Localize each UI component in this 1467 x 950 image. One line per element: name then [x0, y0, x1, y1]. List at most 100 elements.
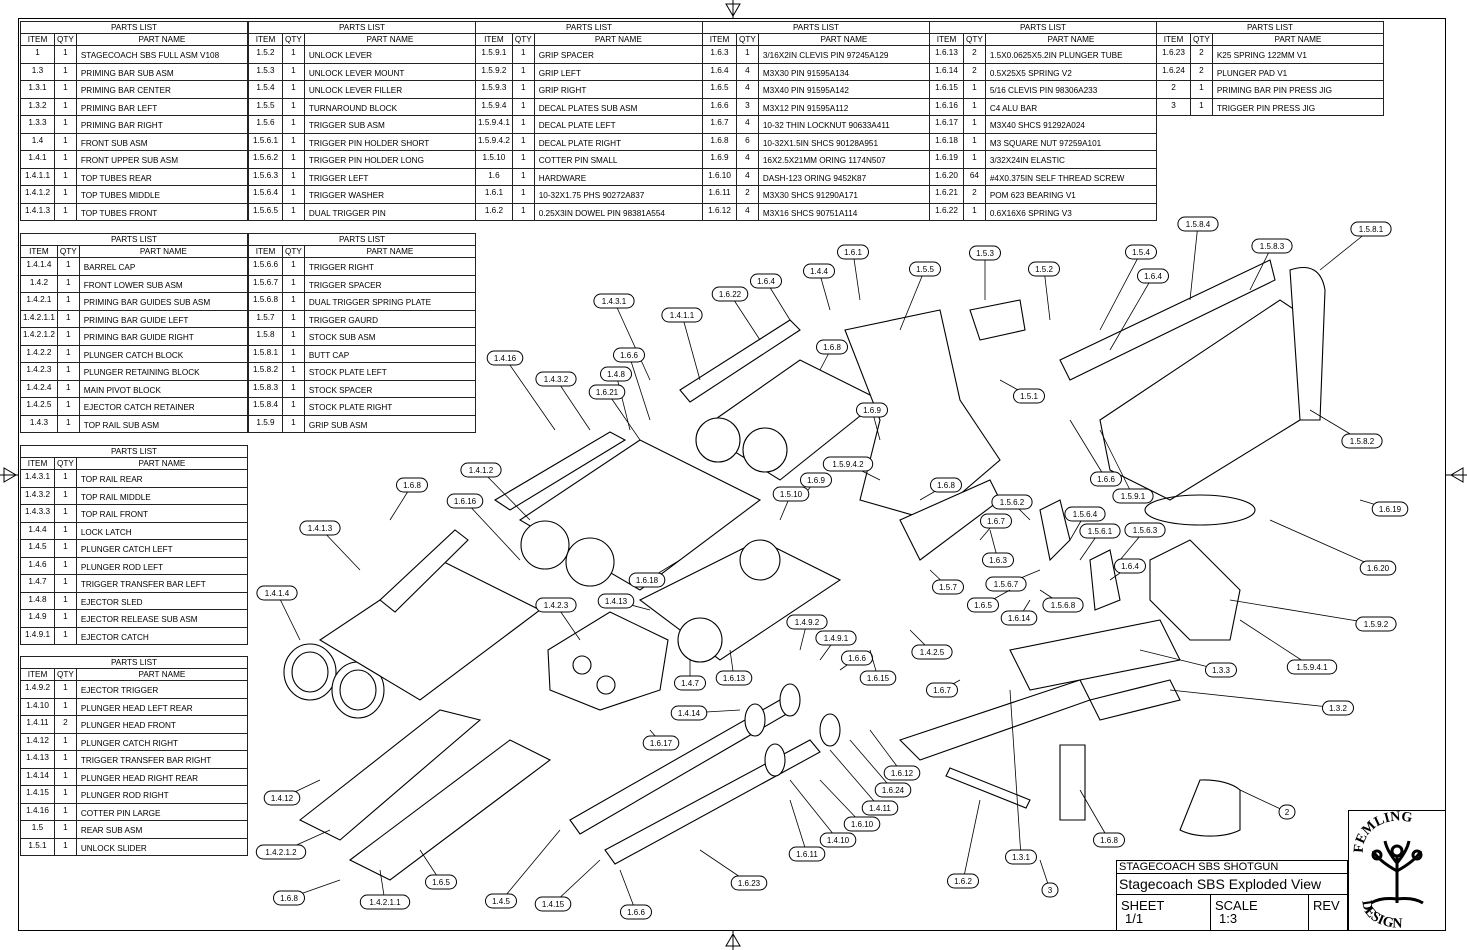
- item-number: 1.5.5: [248, 97, 283, 116]
- quantity: 1: [511, 97, 535, 116]
- item-number: 1.5.9.4.2: [475, 132, 513, 151]
- balloon-label: 1.4.9.1: [824, 634, 849, 643]
- quantity: 1: [54, 767, 77, 786]
- item-number: 1.5.1: [20, 837, 55, 856]
- item-number: 1.5.9.1: [475, 45, 513, 64]
- quantity: 3: [736, 97, 759, 116]
- leader-line: [504, 357, 556, 431]
- callout-balloon: 1.5.4: [1099, 244, 1157, 331]
- table-row: 1.6.10 4 DASH-123 ORING 9452K87: [702, 167, 931, 186]
- quantity: 1: [54, 132, 77, 151]
- callout-balloon: 1.6.14: [1000, 599, 1038, 626]
- balloon-label: 3: [1048, 886, 1053, 895]
- quantity: 1: [54, 820, 77, 839]
- balloon-outline: [661, 307, 703, 323]
- balloon-outline: [874, 782, 912, 798]
- table-row: 1.6.11 2 M3X30 SHCS 91290A171: [702, 185, 931, 204]
- callout-balloon: 1.4.3.1: [593, 293, 651, 381]
- part-name: TOP RAIL MIDDLE: [75, 486, 249, 505]
- quantity: 1: [963, 132, 986, 151]
- leader-line: [1009, 689, 1022, 858]
- balloon-outline: [772, 486, 810, 502]
- balloon-label: 1.4.14: [678, 709, 701, 718]
- part-name: PLUNGER HEAD RIGHT REAR: [75, 767, 249, 786]
- table-row: 1.4.2.3 1 PLUNGER RETAINING BLOCK: [20, 362, 249, 381]
- quantity: 1: [282, 45, 305, 64]
- quantity: 1: [282, 257, 305, 276]
- table-row: 1.6.12 4 M3X16 SHCS 90751A114: [702, 202, 931, 221]
- part-name: 3/32X24IN ELASTIC: [984, 150, 1158, 169]
- scale-label: SCALE: [1215, 898, 1258, 913]
- table-row: 1.4.2.1 1 PRIMING BAR GUIDES SUB ASM: [20, 292, 249, 311]
- balloon-label: 1.4.1.4: [265, 589, 290, 598]
- title-block: STAGECOACH SBS SHOTGUN Stagecoach SBS Ex…: [1116, 860, 1348, 931]
- item-number: 1.5.4: [248, 80, 283, 99]
- parts-list-title: PARTS LIST: [248, 21, 476, 34]
- balloon-outline: [1124, 522, 1166, 538]
- table-row: 1.4.6 1 PLUNGER ROD LEFT: [20, 556, 249, 575]
- parts-list-title: PARTS LIST: [929, 21, 1157, 34]
- balloon-label: 1.4.2.5: [920, 648, 945, 657]
- table-row: 1.5.2 1 UNLOCK LEVER: [248, 45, 477, 64]
- balloon-outline: [597, 593, 635, 609]
- quantity: 1: [282, 62, 305, 81]
- callout-balloon: 1.5.8.3: [1249, 238, 1293, 291]
- table-row: 1.4.2 1 FRONT LOWER SUB ASM: [20, 274, 249, 293]
- table-row: 1.4.9.2 1 EJECTOR TRIGGER: [20, 680, 249, 699]
- item-number: 1.5.9.4: [475, 97, 513, 116]
- callout-balloon: 1.4.14: [670, 705, 741, 721]
- balloon-outline: [359, 894, 411, 910]
- table-row: 1.4.9.1 1 EJECTOR CATCH: [20, 626, 249, 645]
- callout-balloon: 1.6.4: [1109, 268, 1169, 351]
- balloon-outline: [613, 347, 645, 363]
- balloon-label: 1.4.1.2: [469, 466, 494, 475]
- table-row: 1.5.9 1 GRIP SUB ASM: [248, 414, 477, 433]
- balloon-outline: [822, 456, 874, 472]
- table-row: 1.5.6.8 1 DUAL TRIGGER SPRING PLATE: [248, 292, 477, 311]
- callout-balloon: 1.3.3: [1139, 649, 1237, 678]
- callout-balloon: 1.5.9.2: [1229, 599, 1397, 632]
- callout-balloon: 1.6.8: [919, 477, 962, 501]
- column-header-part-name: PART NAME: [1211, 33, 1385, 46]
- item-number: 1.5.6.6: [248, 257, 283, 276]
- balloon-outline: [1355, 616, 1397, 632]
- part-name: PRIMING BAR PIN PRESS JIG: [1211, 80, 1385, 99]
- part-name: PRIMING BAR CENTER: [75, 80, 249, 99]
- quantity: 1: [511, 45, 535, 64]
- callout-balloon: 1.4.2.3: [535, 597, 581, 641]
- quantity: 1: [54, 539, 77, 558]
- sheet-value: 1/1: [1125, 911, 1144, 926]
- item-number: 1.4.15: [20, 785, 55, 804]
- part-name: #4X0.375IN SELF THREAD SCREW: [984, 167, 1158, 186]
- item-number: 1.4: [20, 132, 55, 151]
- item-number: 1.6.18: [929, 132, 964, 151]
- item-number: 1.4.10: [20, 697, 55, 716]
- table-row: 1.5.8 1 STOCK SUB ASM: [248, 327, 477, 346]
- balloon-label: 1.6.7: [987, 517, 1005, 526]
- balloon-outline: [593, 293, 635, 309]
- balloon-label: 1.4.2.3: [544, 601, 569, 610]
- callout-balloon: 1.6.6: [619, 869, 652, 920]
- callout-balloon: 1.5.2: [1028, 261, 1060, 321]
- item-number: 1.6.5: [702, 80, 737, 99]
- top-tubes-rear-bores: [695, 417, 788, 473]
- balloon-outline: [600, 366, 632, 382]
- callout-balloon: 1.5.9.1: [1099, 429, 1154, 504]
- balloon-label: 1.4.9.2: [795, 618, 820, 627]
- balloon-outline: [1371, 501, 1409, 517]
- balloon-outline: [1005, 849, 1037, 865]
- part-name: GRIP RIGHT: [533, 80, 704, 99]
- quantity: 4: [736, 115, 759, 134]
- item-number: 1.6.3: [702, 45, 737, 64]
- part-name: TOP RAIL SUB ASM: [78, 414, 249, 433]
- callout-balloon: 1.4.16: [486, 350, 556, 431]
- balloon-outline: [1278, 804, 1296, 820]
- part-name: 16X2.5X21MM ORING 1174N507: [757, 150, 931, 169]
- balloon-label: 1.4.3.2: [544, 375, 569, 384]
- quantity: 1: [54, 750, 77, 769]
- balloon-outline: [1090, 471, 1122, 487]
- column-header-part-name: PART NAME: [303, 33, 477, 46]
- butt-cap-part: [1289, 266, 1326, 421]
- part-name: TRIGGER PIN HOLDER LONG: [303, 150, 477, 169]
